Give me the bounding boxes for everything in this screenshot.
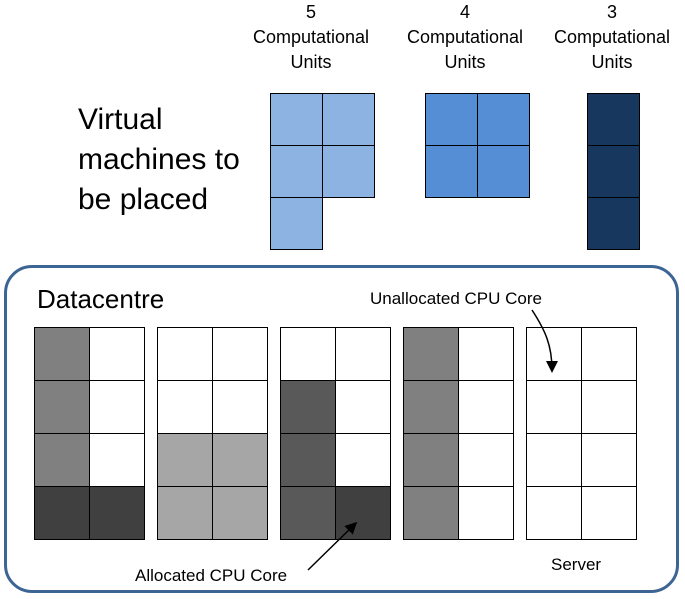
- cpu-core: [212, 380, 268, 434]
- cpu-core: [34, 486, 90, 540]
- cpu-core: [157, 327, 213, 381]
- vm-units-text-1: Computational: [553, 27, 671, 47]
- vm-unit-cell: [425, 93, 478, 146]
- allocated-core-label: Allocated CPU Core: [135, 566, 288, 585]
- cpu-core: [458, 380, 514, 434]
- cpu-core: [89, 380, 145, 434]
- vm-units-text-2: Units: [591, 52, 633, 72]
- vm-units-text-1: Computational: [406, 27, 524, 47]
- datacentre-title: Datacentre: [37, 284, 165, 314]
- cpu-core: [581, 380, 637, 434]
- cpu-core: [526, 486, 582, 540]
- cpu-core: [280, 486, 336, 540]
- cpu-core: [335, 433, 391, 487]
- vm-unit-cell: [587, 145, 640, 198]
- cpu-core: [34, 327, 90, 381]
- cpu-core: [335, 327, 391, 381]
- vm-label-3-units: 3 Computational Units: [532, 0, 685, 75]
- cpu-core: [458, 433, 514, 487]
- vm-label-4-units: 4 Computational Units: [385, 0, 545, 75]
- vm-unit-cell: [425, 145, 478, 198]
- cpu-core: [280, 433, 336, 487]
- vm-title-line-3: be placed: [78, 183, 209, 216]
- vm-unit-cell: [587, 197, 640, 250]
- cpu-core: [157, 433, 213, 487]
- unallocated-arrow: [531, 309, 558, 373]
- vm-label-5-units: 5 Computational Units: [231, 0, 391, 75]
- cpu-core: [89, 327, 145, 381]
- vm-title-line-2: machines to: [78, 143, 240, 176]
- cpu-core: [335, 380, 391, 434]
- cpu-core: [212, 433, 268, 487]
- allocated-arrow: [307, 521, 358, 571]
- vm-unit-cell: [477, 145, 530, 198]
- cpu-core: [581, 433, 637, 487]
- server-label: Server: [551, 555, 602, 574]
- cpu-core: [403, 380, 459, 434]
- cpu-core: [403, 433, 459, 487]
- vm-units-count: 3: [606, 2, 617, 22]
- cpu-core: [212, 486, 268, 540]
- vm-unit-cell: [322, 145, 375, 198]
- cpu-core: [89, 433, 145, 487]
- cpu-core: [89, 486, 145, 540]
- vm-unit-cell: [270, 93, 323, 146]
- vm-units-count: 4: [459, 2, 470, 22]
- vm-unit-cell: [270, 145, 323, 198]
- unallocated-core-label: Unallocated CPU Core: [370, 289, 542, 308]
- vm-units-text-2: Units: [444, 52, 486, 72]
- vm-section-title: Virtual machines to be placed: [78, 100, 240, 220]
- vm-units-text-2: Units: [290, 52, 332, 72]
- datacentre-box: [4, 265, 679, 593]
- cpu-core: [335, 486, 391, 540]
- vm-units-text-1: Computational: [252, 27, 370, 47]
- cpu-core: [581, 327, 637, 381]
- cpu-core: [34, 433, 90, 487]
- cpu-core: [458, 327, 514, 381]
- vm-unit-cell: [322, 93, 375, 146]
- vm-unit-cell: [587, 93, 640, 146]
- cpu-core: [458, 486, 514, 540]
- vm-unit-cell: [270, 197, 323, 250]
- cpu-core: [403, 486, 459, 540]
- cpu-core: [581, 486, 637, 540]
- vm-unit-cell: [477, 93, 530, 146]
- vm-title-line-1: Virtual: [78, 103, 163, 136]
- vm-units-count: 5: [305, 2, 316, 22]
